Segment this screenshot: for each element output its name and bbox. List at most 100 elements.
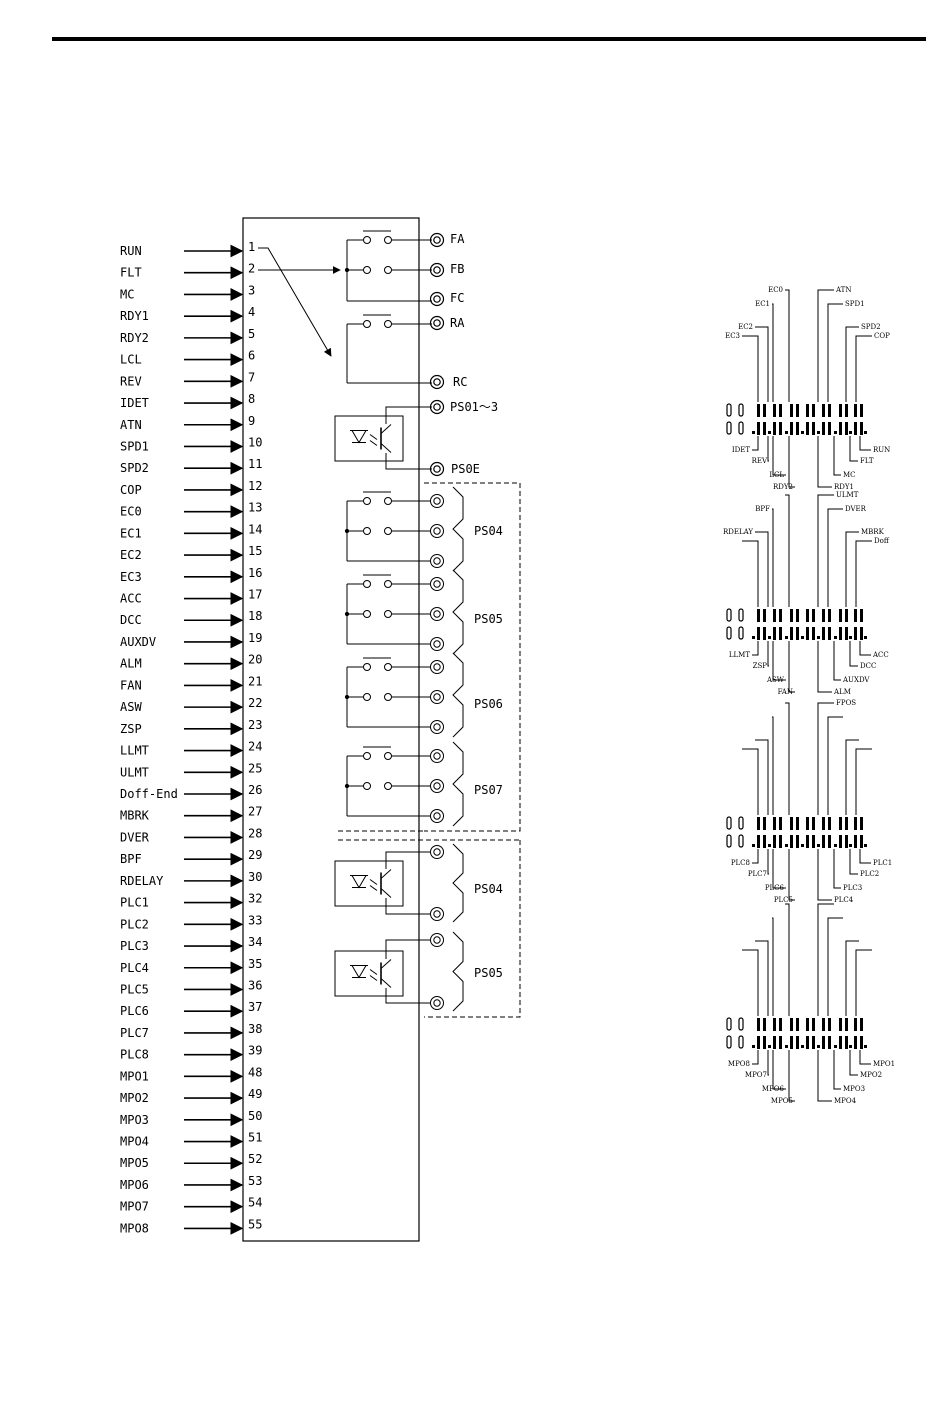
pin-number: 20	[248, 653, 262, 667]
input-signal-label: MPO5	[120, 1156, 149, 1170]
led-label: PLC8	[731, 859, 750, 867]
optocoupler-box	[334, 860, 404, 907]
input-signal-label: LLMT	[120, 744, 149, 758]
input-signal-label: EC0	[120, 505, 142, 519]
dashed-group-relay	[338, 482, 521, 1018]
input-signal-label: MPO6	[120, 1178, 149, 1192]
pin-number: 8	[248, 392, 255, 406]
relay-group-label-4: PS07	[474, 783, 503, 797]
pin-number: 55	[248, 1217, 262, 1231]
led-label: MBRK	[861, 528, 885, 536]
pin-number: 51	[248, 1131, 262, 1145]
pin-number: 27	[248, 805, 262, 819]
input-signal-label: EC3	[120, 570, 142, 584]
input-signal-label: SPD2	[120, 461, 149, 475]
input-signal-label: RDELAY	[120, 874, 164, 888]
pin-number: 23	[248, 718, 262, 732]
terminal-fa-label: FA	[450, 232, 465, 246]
led-label: FLT	[860, 457, 874, 465]
input-signal-label: DVER	[120, 830, 150, 844]
input-signal-label: PLC6	[120, 1004, 149, 1018]
led-label: MPO3	[843, 1085, 865, 1093]
terminal-rc	[429, 374, 445, 390]
led-label: LLMT	[729, 651, 750, 659]
relay-group-label-3: PS06	[474, 697, 503, 711]
led-label: ASW	[766, 676, 785, 684]
pin-number: 15	[248, 544, 262, 558]
input-signal-label: IDET	[120, 396, 149, 410]
relay-group	[344, 486, 464, 572]
led-label: RDY2	[773, 483, 793, 491]
input-signal-label: SPD1	[120, 439, 149, 453]
input-signal-label: FLT	[120, 266, 142, 280]
terminal-ps0e	[429, 461, 445, 477]
input-signal-label: MBRK	[120, 809, 150, 823]
led-label: MPO5	[771, 1097, 793, 1105]
terminal-ps0e-label: PS0E	[451, 462, 480, 476]
led-label: IDET	[732, 446, 750, 454]
input-signal-label: DCC	[120, 613, 142, 627]
pin-number: 36	[248, 978, 262, 992]
pin-number: 19	[248, 631, 262, 645]
terminal-ps01-3	[429, 399, 445, 415]
optocoupler-box	[334, 950, 404, 997]
pin-number: 9	[248, 414, 255, 428]
led-label: ULMT	[836, 491, 859, 499]
pin-number: 24	[248, 740, 262, 754]
led-label: MPO7	[745, 1071, 767, 1079]
input-signal-label: FAN	[120, 678, 142, 692]
terminal-fa	[429, 232, 445, 248]
terminal-ra-label: RA	[450, 316, 465, 330]
pin-number: 3	[248, 283, 255, 297]
led-label: RDELAY	[723, 528, 753, 536]
input-signal-label: PLC5	[120, 982, 149, 996]
led-label: PLC1	[873, 859, 892, 867]
led-label: COP	[874, 332, 890, 340]
input-signal-label: AUXDV	[120, 635, 156, 649]
input-signal-label: EC1	[120, 526, 142, 540]
input-signal-label: PLC8	[120, 1048, 149, 1062]
input-signal-label: REV	[120, 374, 142, 388]
terminal-ra	[429, 315, 445, 331]
led-label: DCC	[860, 662, 876, 670]
pin-number: 16	[248, 566, 262, 580]
input-signal-label: ASW	[120, 700, 142, 714]
input-signal-label: MPO1	[120, 1069, 149, 1083]
led-label: SPD1	[845, 300, 865, 308]
led-label: MPO4	[834, 1097, 857, 1105]
led-label: RDY1	[834, 483, 854, 491]
pin-number: 35	[248, 957, 262, 971]
input-signal-label: PLC7	[120, 1026, 149, 1040]
opto-group-label-2: PS05	[474, 966, 503, 980]
input-signal-label: RDY2	[120, 331, 149, 345]
pin-number: 32	[248, 892, 262, 906]
input-signal-label: LCL	[120, 353, 142, 367]
input-signal-label: MPO3	[120, 1113, 149, 1127]
relay-group-label-2: PS05	[474, 612, 503, 626]
relay-group	[344, 652, 464, 738]
input-signal-label: ULMT	[120, 765, 149, 779]
led-label: Doff	[874, 537, 890, 545]
pin-number: 34	[248, 935, 262, 949]
led-label: REV	[752, 457, 768, 465]
input-signal-label: PLC4	[120, 961, 149, 975]
terminal-fb	[429, 262, 445, 278]
pin-number: 52	[248, 1152, 262, 1166]
pin-routing-arrows	[258, 247, 341, 357]
led-label: MPO6	[762, 1085, 785, 1093]
opto-group-label-1: PS04	[474, 882, 503, 896]
pin-number: 49	[248, 1087, 262, 1101]
pin-number: 48	[248, 1065, 262, 1079]
pin-number: 13	[248, 501, 262, 515]
input-signal-label: MC	[120, 287, 134, 301]
pin-number: 17	[248, 588, 262, 602]
pin-number: 1	[248, 240, 255, 254]
pin-number: 22	[248, 696, 262, 710]
input-signal-label: Doff-End	[120, 787, 178, 801]
pin-number: 30	[248, 870, 262, 884]
opto-output-groups	[334, 843, 464, 1012]
led-label: ALM	[833, 688, 851, 696]
input-signal-label: PLC3	[120, 939, 149, 953]
